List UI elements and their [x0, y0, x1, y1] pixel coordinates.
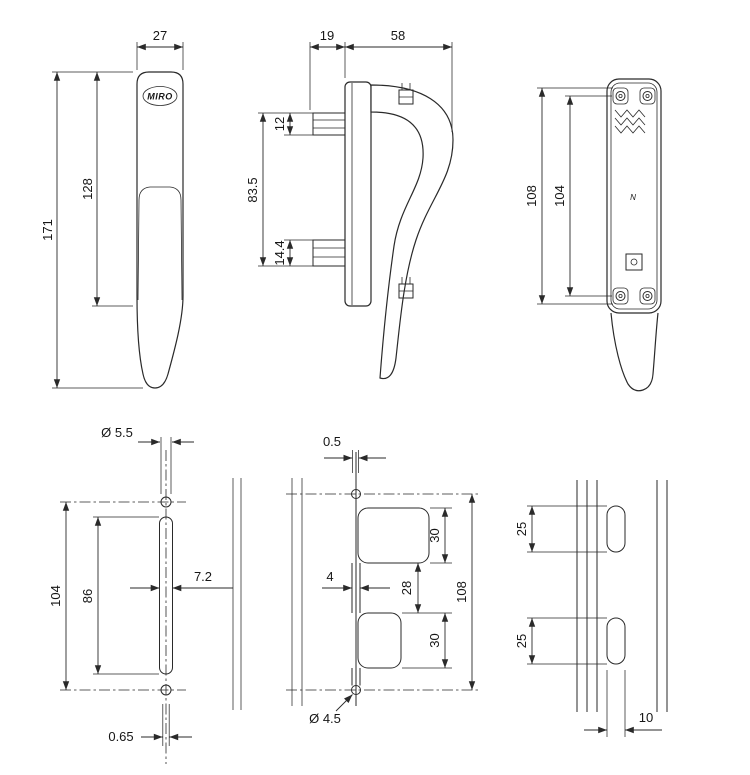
- side-dim-offset-label: 19: [320, 28, 334, 43]
- side-extension-lines: [258, 42, 453, 267]
- back-extension-lines: [537, 87, 613, 305]
- view-front: MIRO 27 128 171: [40, 28, 184, 389]
- template-face: Ø 5.5 104 86 7.2 0.65: [48, 425, 242, 764]
- side-screw-top: [398, 83, 414, 105]
- side-handle-outline: [370, 84, 454, 380]
- side-boss-bottom-threads: [313, 247, 345, 258]
- back-logo-mark: N: [630, 193, 636, 202]
- back-plate-outer: [606, 78, 662, 314]
- face-hole-bottom: [160, 684, 172, 696]
- screw-bracket: [639, 87, 656, 105]
- screw-prongs: [399, 83, 413, 98]
- front-dim-width-label: 27: [153, 28, 167, 43]
- sidet-hole-bottom: [351, 685, 361, 695]
- view-back: N 108 104: [524, 78, 662, 392]
- profile-extension-lines: [527, 505, 626, 737]
- back-screws-top: [612, 87, 656, 105]
- face-dia-extension: [160, 437, 172, 494]
- face-offset-extension: [162, 704, 170, 746]
- sidet-pockets-extension: [402, 507, 452, 669]
- side-dim-span-label: 83.5: [245, 177, 260, 202]
- face-hole-top: [160, 496, 172, 508]
- screw-hole: [642, 91, 653, 101]
- screw-hole-center: [618, 293, 623, 298]
- profile-slot-top: [606, 505, 626, 553]
- screw-prongs: [399, 277, 413, 292]
- sidet-dim-total-label: 108: [454, 581, 469, 603]
- sidet-dia-leader: [335, 694, 353, 712]
- screw-hole-center: [645, 293, 650, 298]
- back-spindle-square: [625, 253, 643, 271]
- face-hole-centermarks: [60, 501, 186, 691]
- side-boss-top: [312, 112, 346, 136]
- screw-bracket: [639, 287, 656, 305]
- front-dim-total-label: 171: [40, 219, 55, 241]
- profile-dim-slot-top-label: 25: [514, 522, 529, 536]
- side-screw-bottom: [398, 277, 414, 299]
- profile-dim-slot-bottom-label: 25: [514, 634, 529, 648]
- sidet-edge-label: 0.5: [323, 434, 341, 449]
- side-dim-depth-label: 58: [391, 28, 405, 43]
- screw-hole-center: [645, 94, 650, 99]
- profile-extrusion-lines: [576, 480, 668, 712]
- face-slotw-label: 7.2: [194, 569, 212, 584]
- back-screws-bottom: [612, 287, 656, 305]
- front-logo-text: MIRO: [147, 92, 173, 102]
- back-dim-inner-label: 104: [552, 185, 567, 207]
- sidet-dim-pocket-bottom-label: 30: [427, 633, 442, 647]
- front-dim-grip-label: 128: [80, 178, 95, 200]
- profile-slot-bottom: [606, 617, 626, 665]
- face-offset-label: 0.65: [108, 729, 133, 744]
- screw-hole: [642, 291, 653, 301]
- screw-hole-center: [618, 94, 623, 99]
- side-boss-top-threads: [313, 119, 345, 129]
- side-boss-bottom: [312, 239, 346, 267]
- profile-width-label: 10: [639, 710, 653, 725]
- face-dia-label: Ø 5.5: [101, 425, 133, 440]
- sidet-dim-gap-label: 28: [399, 581, 414, 595]
- template-profile: 25 25 10: [514, 480, 668, 737]
- front-grip-contour: [137, 186, 183, 301]
- face-dim-slot-label: 86: [80, 589, 95, 603]
- back-plate-inner: [610, 82, 658, 310]
- screw-bracket: [612, 287, 629, 305]
- sidet-pocket-top: [357, 507, 430, 564]
- back-dim-outer-label: 108: [524, 185, 539, 207]
- sidet-hole-top: [351, 489, 361, 499]
- front-extension-lines: [52, 42, 184, 389]
- side-plate: [344, 81, 372, 307]
- back-spring-zigzag: [614, 109, 646, 134]
- screw-bracket: [612, 87, 629, 105]
- screw-hole: [615, 291, 626, 301]
- view-side: 19 58 12 83.5 14.4: [245, 28, 454, 380]
- sidet-edge-extension: [352, 450, 359, 473]
- face-dim-holes-label: 104: [48, 585, 63, 607]
- side-dim-boss-bottom-label: 14.4: [272, 240, 287, 265]
- screw-hole: [615, 91, 626, 101]
- face-slot: [159, 516, 173, 675]
- side-dim-boss-top-label: 12: [272, 117, 287, 131]
- sidet-centermarks: [286, 493, 478, 691]
- sidet-channel-label: 4: [326, 569, 333, 584]
- back-spindle-center: [630, 258, 638, 266]
- front-logo-badge: [142, 86, 178, 106]
- face-slot-extension: [93, 516, 159, 675]
- face-panel-edges: [232, 478, 242, 710]
- sidet-dia-label: Ø 4.5: [309, 711, 341, 726]
- front-handle-outline: [136, 71, 184, 389]
- back-grip-outline: [610, 312, 659, 392]
- sidet-dim-pocket-top-label: 30: [427, 528, 442, 542]
- sidet-panel-edges: [291, 478, 303, 706]
- template-side: 0.5 30 28 30 4 108 Ø 4.5: [286, 434, 478, 726]
- sidet-pocket-bottom: [357, 612, 402, 669]
